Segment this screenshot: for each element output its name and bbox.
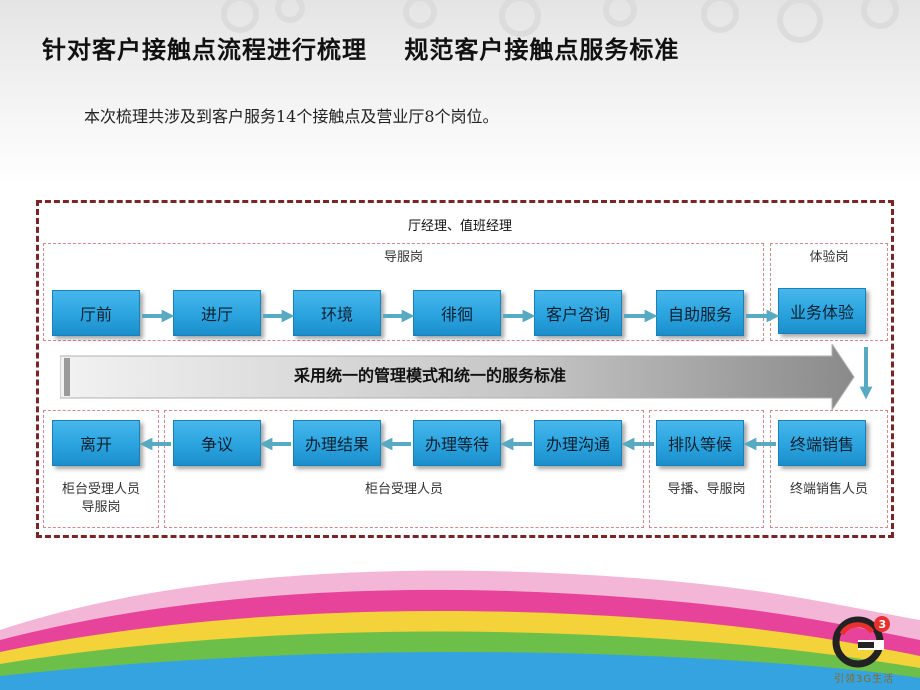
broadcast-guide-group	[649, 410, 764, 528]
counter-guide-group	[43, 410, 159, 528]
experience-group	[770, 243, 888, 341]
page-title: 针对客户接触点流程进行梳理 规范客户接触点服务标准	[42, 36, 680, 64]
step-wander[interactable]: 徘徊	[413, 290, 501, 336]
logo-slogan: 引领3G生活	[834, 674, 895, 685]
step-front[interactable]: 厅前	[52, 290, 140, 336]
svg-text:3: 3	[879, 618, 887, 631]
counter-guide-group-label: 柜台受理人员 导服岗	[61, 482, 140, 515]
page-subtitle: 本次梳理共涉及到客户服务14个接触点及营业厅8个岗位。	[84, 107, 499, 126]
terminal-sales-group-label: 终端销售人员	[789, 482, 868, 497]
step-waiting[interactable]: 办理等待	[413, 420, 501, 466]
bottom-decoration	[0, 570, 920, 690]
decorative-swirls	[221, 0, 899, 43]
step-enter[interactable]: 进厅	[173, 290, 261, 336]
guide-group-top	[43, 243, 764, 341]
step-consult[interactable]: 客户咨询	[534, 290, 622, 336]
step-result[interactable]: 办理结果	[293, 420, 381, 466]
header-background	[0, 0, 920, 185]
step-environment[interactable]: 环境	[293, 290, 381, 336]
broadcast-guide-group-label: 导播、导服岗	[667, 482, 746, 497]
terminal-sales-group	[770, 410, 888, 528]
step-queue[interactable]: 排队等候	[656, 420, 744, 466]
step-terminal-sales[interactable]: 终端销售	[778, 420, 866, 466]
diagram-frame	[36, 200, 894, 538]
step-experience[interactable]: 业务体验	[778, 288, 866, 334]
manager-label: 厅经理、值班经理	[407, 219, 512, 234]
experience-group-label: 体验岗	[809, 250, 849, 265]
guide-group-label: 导服岗	[383, 250, 423, 265]
step-dispute[interactable]: 争议	[173, 420, 261, 466]
banner-text: 采用统一的管理模式和统一的服务标准	[293, 366, 566, 385]
standard-banner-arrow	[60, 344, 855, 410]
step-self-service[interactable]: 自助服务	[656, 290, 744, 336]
g3-logo: 3	[832, 616, 890, 668]
counter-group-label: 柜台受理人员	[364, 482, 443, 497]
step-communication[interactable]: 办理沟通	[534, 420, 622, 466]
step-leave[interactable]: 离开	[52, 420, 140, 466]
counter-group	[164, 410, 644, 528]
